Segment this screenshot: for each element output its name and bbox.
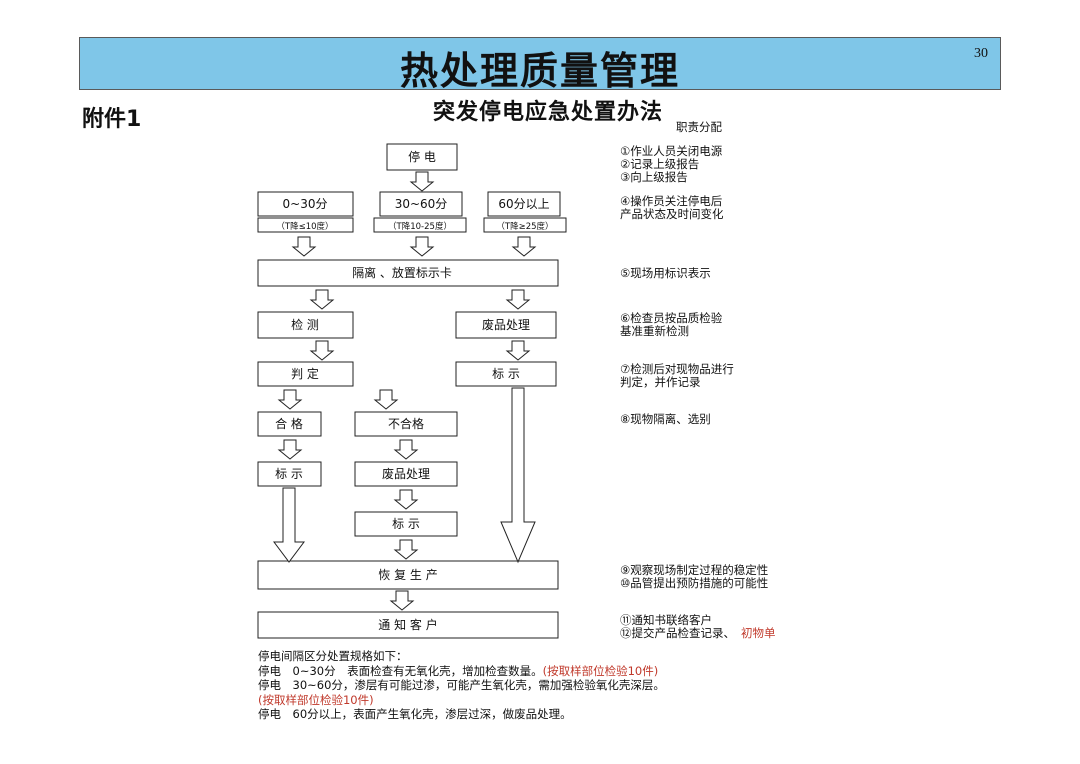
box-mark-mid [354, 511, 458, 537]
notes-line-3: (按取样部位检验10件) [258, 692, 374, 707]
attachment-label: 附件1 [82, 107, 142, 132]
duty-12-red: 初物单 [741, 626, 776, 640]
notes-line-2: 停电 30~60分，渗层有可能过渗，可能产生氧化壳，需加强检验氧化壳深层。 [258, 678, 665, 692]
box-resume [257, 560, 559, 590]
duty-6b: 基准重新检测 [620, 324, 689, 338]
flowchart: 停 电 0~30分 30~60分 60分以上 （T降≤10度） （T降10-25… [257, 143, 567, 639]
box-pass [257, 411, 322, 437]
duty-6a: ⑥检查员按品质检验 [620, 311, 723, 325]
notes-line-4: 停电 60分以上，表面产生氧化壳，渗层过深，做废品处理。 [258, 707, 572, 721]
label-isolate: 隔离 、放置标示卡 [352, 265, 452, 280]
page-number: 30 [974, 46, 988, 61]
duty-8: ⑧现物隔离、选别 [620, 412, 711, 426]
box-fail [354, 411, 458, 437]
box-branch-30-60 [379, 191, 463, 217]
box-power-off [386, 143, 458, 171]
duty-7a: ⑦检测后对现物品进行 [620, 362, 734, 376]
label-branch-30-60: 30~60分 [395, 197, 448, 211]
box-inspect [257, 311, 354, 339]
box-mark-right [455, 361, 557, 387]
interval-notes: 停电间隔区分处置规格如下： 停电 0~30分 表面检查有无氧化壳，增加检查数量。… [258, 649, 665, 722]
box-scrap-2 [354, 461, 458, 487]
box-branch-0-30 [257, 191, 354, 217]
duty-12-text: ⑫提交产品检查记录、 [620, 626, 735, 640]
title-banner: 热处理质量管理 30 [79, 37, 1001, 93]
label-inspect: 检 测 [291, 317, 319, 332]
flow-arrows [278, 171, 536, 611]
box-isolate [257, 259, 559, 287]
duty-1: ①作业人员关闭电源 [620, 144, 723, 158]
box-scrap-1 [455, 311, 557, 339]
page-title: 热处理质量管理 [399, 49, 680, 93]
box-judge [257, 361, 354, 387]
notes-line-1: 停电 0~30分 表面检查有无氧化壳，增加检查数量。(按取样部位检验10件) [258, 663, 659, 678]
label-mark-right: 标 示 [492, 367, 520, 381]
procedure-document: 突发停电应急处置办法 [252, 94, 844, 726]
label-branch-0-30: 0~30分 [283, 197, 328, 211]
duty-9: ⑨观察现场制定过程的稳定性 [620, 563, 769, 577]
box-drop-60-plus [483, 217, 567, 233]
duty-11: ⑪通知书联络客户 [620, 613, 712, 627]
duty-2: ②记录上级报告 [620, 157, 700, 171]
duty-header: 职责分配 [676, 120, 722, 134]
label-judge: 判 定 [291, 366, 319, 381]
label-resume: 恢 复 生 产 [378, 568, 437, 582]
label-scrap-1: 废品处理 [482, 317, 530, 332]
label-notify: 通 知 客 户 [378, 617, 437, 632]
label-mark-left: 标 示 [275, 467, 303, 481]
label-branch-60-plus: 60分以上 [498, 197, 549, 211]
long-arrow-right [500, 387, 536, 564]
label-scrap-2: 废品处理 [382, 466, 430, 481]
duty-3: ③向上级报告 [620, 170, 688, 184]
duty-4b: 产品状态及时间变化 [620, 207, 724, 221]
box-mark-left [257, 461, 322, 487]
label-pass: 合 格 [275, 416, 303, 431]
label-power-off: 停 电 [408, 149, 436, 164]
duty-4a: ④操作员关注停电后 [620, 194, 723, 208]
document-title: 突发停电应急处置办法 [432, 99, 663, 125]
label-drop-60-plus: （T降≥25度） [496, 221, 553, 232]
box-notify [257, 611, 559, 639]
notes-heading: 停电间隔区分处置规格如下： [258, 649, 408, 663]
duty-10: ⑩品管提出预防措施的可能性 [620, 576, 769, 590]
box-branch-60-plus [487, 191, 561, 217]
long-arrow-left [273, 487, 305, 563]
duty-12: ⑫提交产品检查记录、初物单 [620, 626, 776, 641]
box-drop-0-30 [257, 217, 354, 233]
duty-5: ⑤现场用标识表示 [620, 266, 711, 280]
label-drop-30-60: （T降10-25度） [388, 221, 452, 232]
label-drop-0-30: （T降≤10度） [276, 221, 333, 232]
box-drop-30-60 [373, 217, 467, 233]
duty-7b: 判定，并作记录 [620, 375, 701, 389]
label-mark-mid: 标 示 [392, 517, 420, 531]
label-fail: 不合格 [388, 416, 424, 431]
